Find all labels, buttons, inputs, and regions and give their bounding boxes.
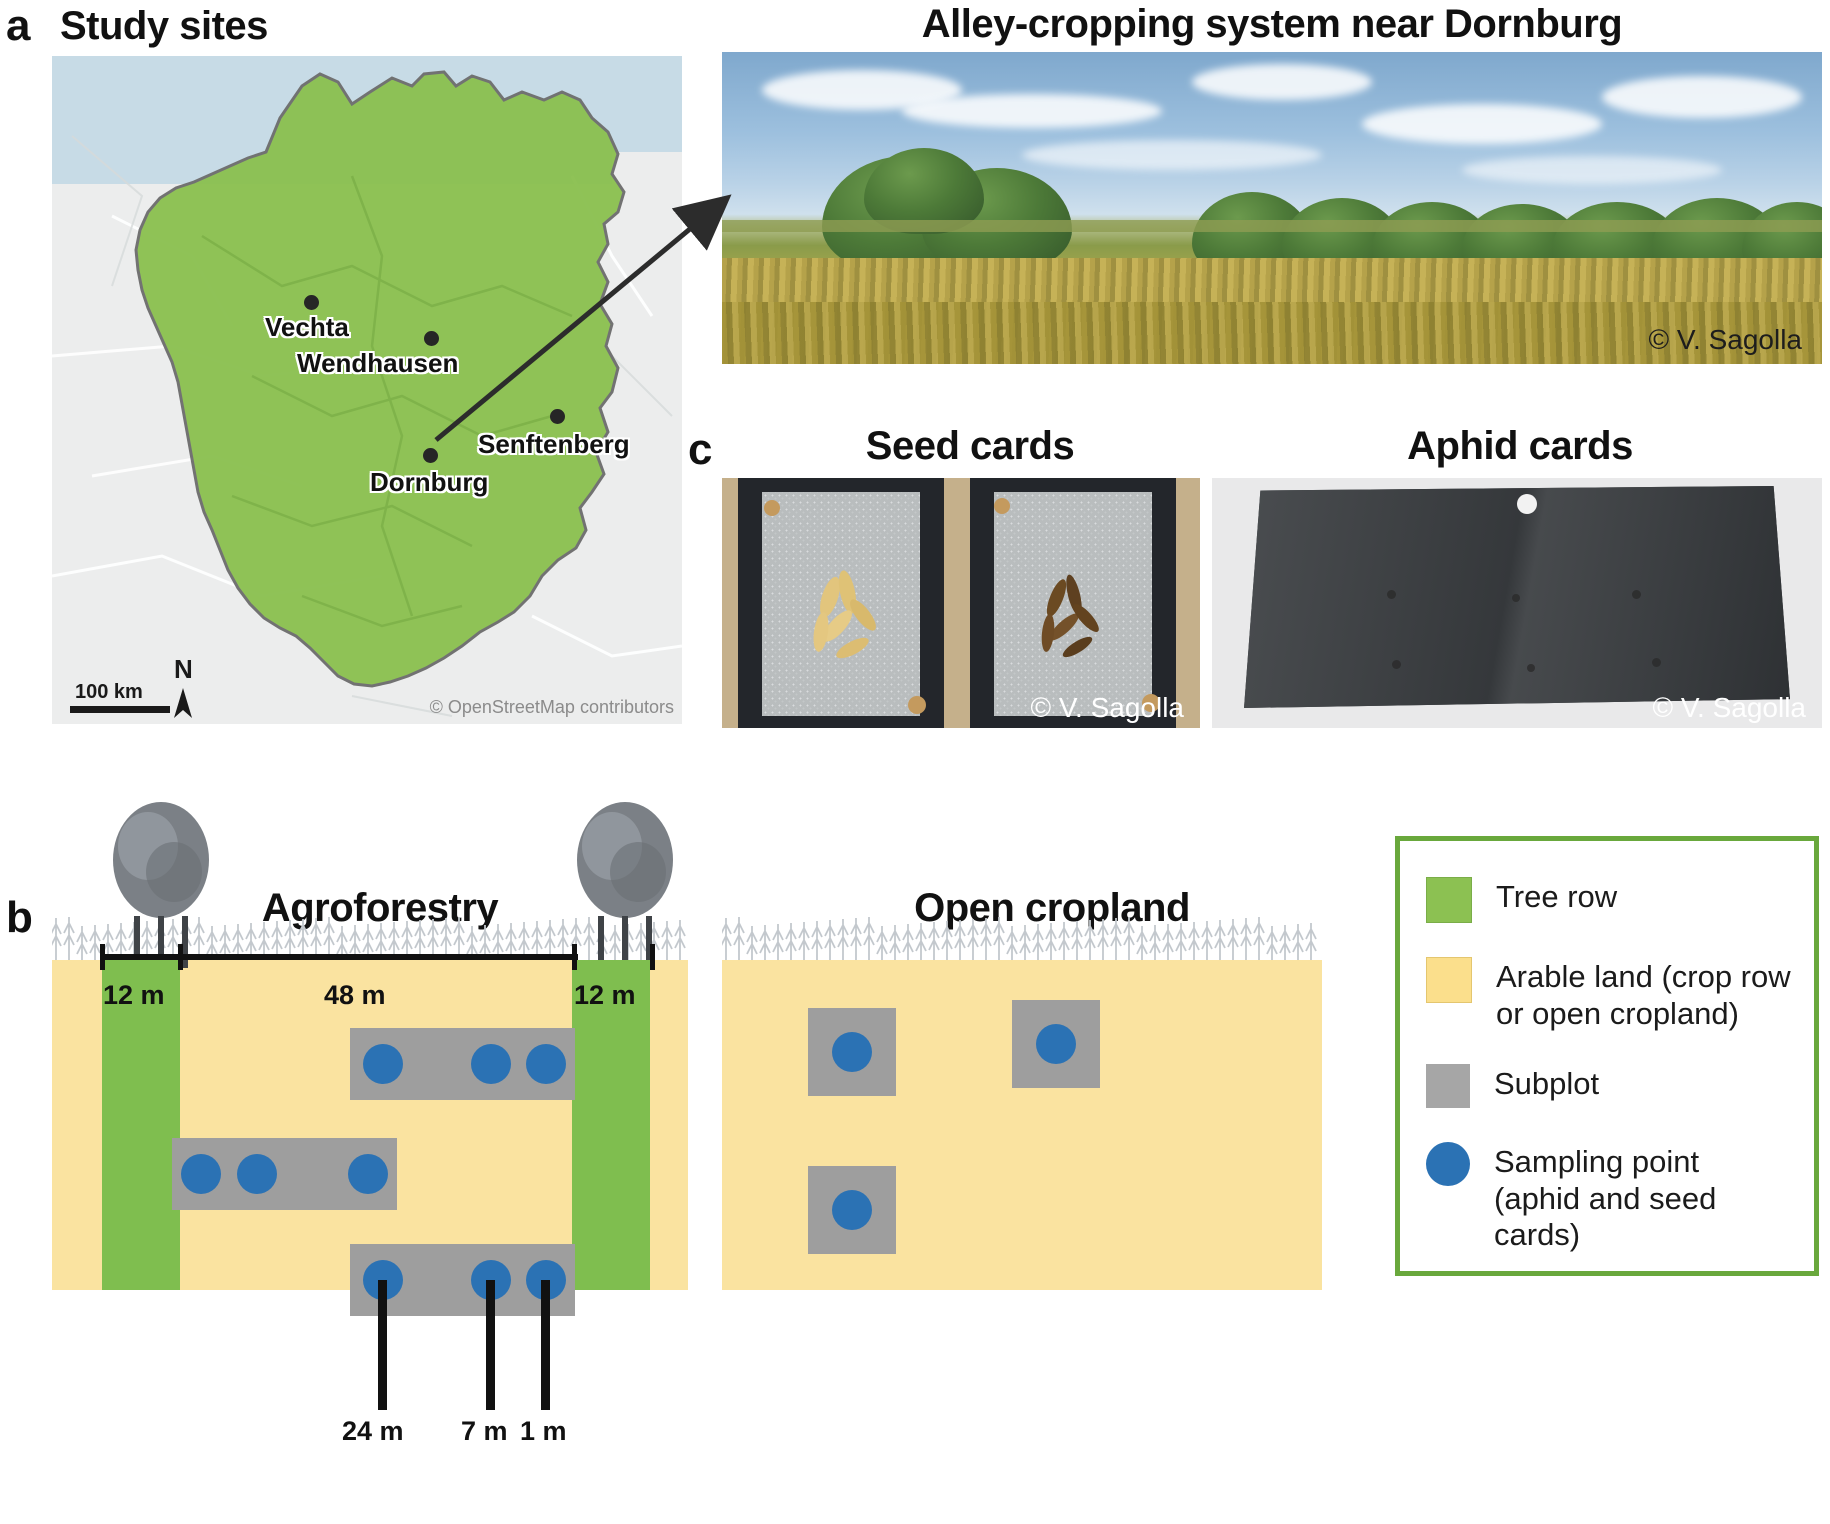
legend-box: Tree row Arable land (crop row or open c… bbox=[1395, 836, 1819, 1276]
tree-row-right bbox=[572, 960, 650, 1290]
germany-outline bbox=[134, 70, 626, 688]
agroforestry-diagram: 12 m 48 m 12 m 24 m 7 m 1 m bbox=[52, 802, 688, 1446]
legend-label-subplot: Subplot bbox=[1494, 1066, 1600, 1102]
city-label-wendhausen: Wendhausen bbox=[297, 348, 459, 378]
sampling-point[interactable] bbox=[1036, 1024, 1076, 1064]
dim-label-12m-left: 12 m bbox=[103, 980, 165, 1010]
sampling-point[interactable] bbox=[832, 1190, 872, 1230]
legend-label-arable-land: Arable land (crop row or open cropland) bbox=[1496, 959, 1791, 1031]
sampling-point[interactable] bbox=[181, 1154, 221, 1194]
legend-swatch-sampling-point bbox=[1426, 1142, 1470, 1187]
legend-label-sampling-point: Sampling point (aphid and seed cards) bbox=[1494, 1144, 1717, 1253]
osm-attribution: © OpenStreetMap contributors bbox=[429, 697, 674, 717]
city-label-dornburg: Dornburg bbox=[370, 467, 489, 497]
tree-icon-right bbox=[577, 802, 673, 968]
sampling-point[interactable] bbox=[348, 1154, 388, 1194]
photo-copyright: © V. Sagolla bbox=[1648, 324, 1802, 355]
legend-label-tree-row: Tree row bbox=[1496, 879, 1618, 914]
city-dot-dornburg[interactable] bbox=[423, 448, 438, 463]
sampling-point[interactable] bbox=[832, 1032, 872, 1072]
legend-swatch-arable-land bbox=[1426, 957, 1472, 1003]
photo-title: Alley-cropping system near Dornburg bbox=[921, 2, 1623, 46]
crop-stubble-agroforestry bbox=[52, 917, 686, 960]
study-sites-map[interactable]: Vechta Wendhausen Senftenberg Dornburg 1… bbox=[52, 56, 682, 724]
dim-label-1m: 1 m bbox=[520, 1416, 567, 1446]
seed-cards-photo: © V. Sagolla bbox=[722, 478, 1200, 728]
alley-cropping-photo: © V. Sagolla bbox=[722, 52, 1822, 364]
city-dot-vechta[interactable] bbox=[304, 295, 319, 310]
dim-label-7m: 7 m bbox=[461, 1416, 508, 1446]
scalebar-line bbox=[70, 706, 170, 713]
city-label-senftenberg: Senftenberg bbox=[478, 429, 630, 459]
legend-item-subplot: Subplot bbox=[1426, 1064, 1792, 1109]
legend-swatch-subplot bbox=[1426, 1064, 1470, 1109]
aphid-cards-photo: © V. Sagolla bbox=[1212, 478, 1822, 728]
panel-letter-b: b bbox=[6, 893, 33, 942]
legend-swatch-tree-row bbox=[1426, 877, 1472, 923]
sampling-point[interactable] bbox=[526, 1044, 566, 1084]
tree-row-left bbox=[102, 960, 180, 1290]
scalebar-label: 100 km bbox=[75, 681, 143, 703]
panel-c-title-aphid: Aphid cards bbox=[1407, 424, 1633, 468]
sampling-point[interactable] bbox=[363, 1044, 403, 1084]
dim-label-12m-right: 12 m bbox=[574, 980, 636, 1010]
city-label-vechta: Vechta bbox=[265, 312, 349, 342]
dimension-bar bbox=[100, 954, 578, 960]
panel-letter-a: a bbox=[6, 1, 31, 50]
north-arrow-icon bbox=[174, 688, 192, 718]
crop-stubble-open-cropland bbox=[722, 917, 1317, 960]
panel-letter-c: c bbox=[688, 425, 713, 474]
tree-icon-left bbox=[113, 802, 209, 968]
dim-label-48m: 48 m bbox=[324, 980, 386, 1010]
panel-a-title: Study sites bbox=[60, 4, 268, 48]
north-label: N bbox=[174, 654, 193, 684]
city-dot-wendhausen[interactable] bbox=[424, 331, 439, 346]
dim-label-24m: 24 m bbox=[342, 1416, 404, 1446]
aphid-cards-copyright: © V. Sagolla bbox=[1652, 692, 1806, 723]
sampling-point[interactable] bbox=[237, 1154, 277, 1194]
legend-item-sampling-point: Sampling point (aphid and seed cards) bbox=[1426, 1142, 1792, 1254]
legend-item-arable-land: Arable land (crop row or open cropland) bbox=[1426, 957, 1792, 1032]
open-cropland-diagram bbox=[722, 960, 1322, 1290]
city-dot-senftenberg[interactable] bbox=[550, 409, 565, 424]
pointer-arrow-icon bbox=[434, 194, 732, 442]
sampling-point[interactable] bbox=[471, 1044, 511, 1084]
legend-item-tree-row: Tree row bbox=[1426, 877, 1792, 923]
panel-c-title-seed: Seed cards bbox=[865, 424, 1075, 468]
seed-cards-copyright: © V. Sagolla bbox=[1030, 692, 1184, 723]
